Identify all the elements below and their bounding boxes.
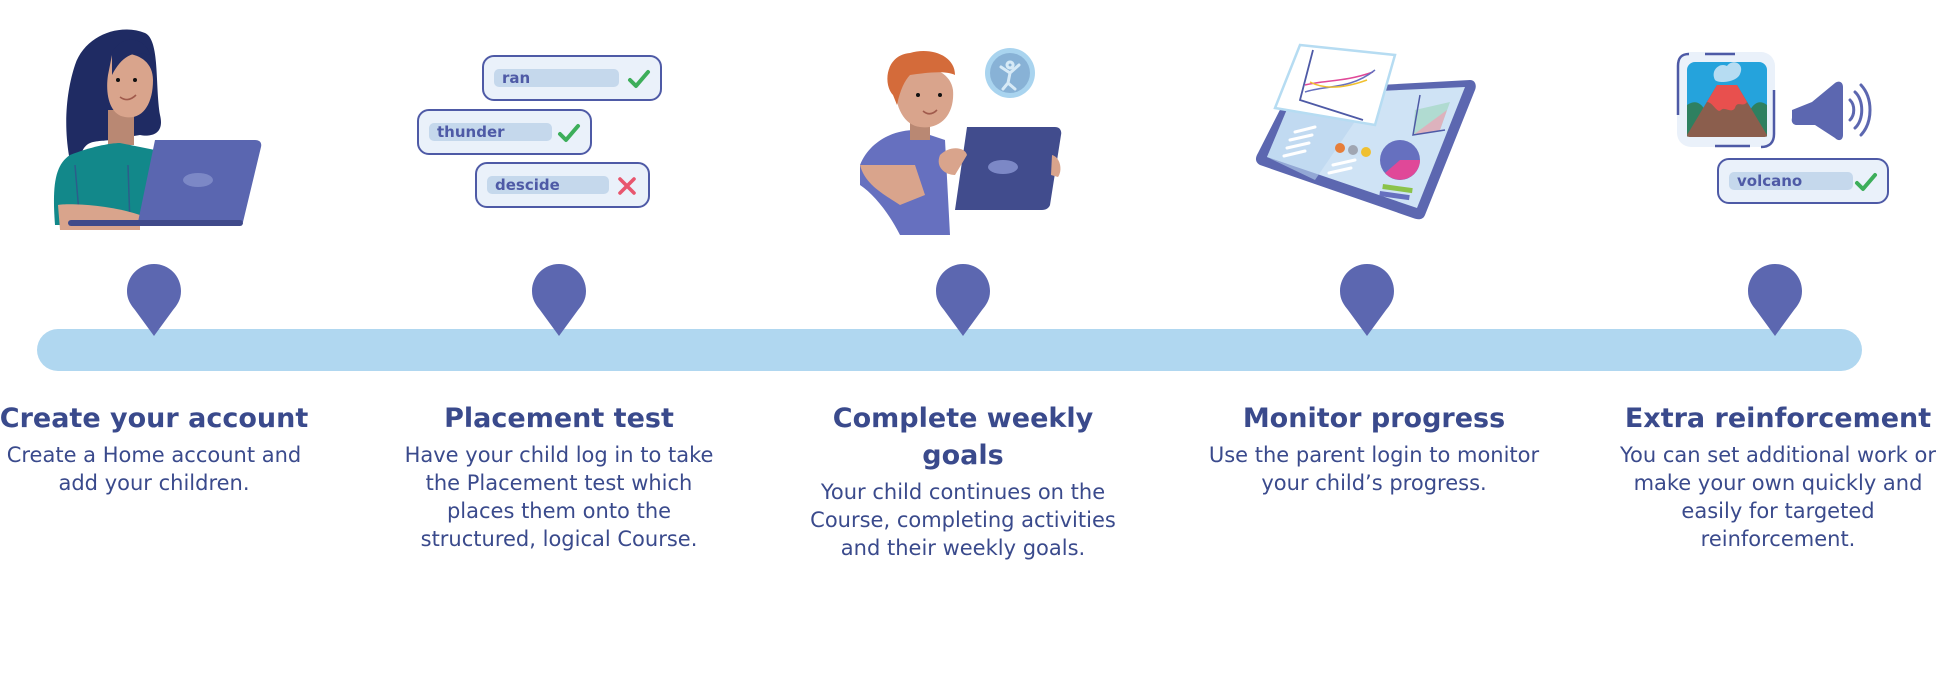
map-pin-icon — [1340, 264, 1394, 336]
check-icon — [628, 70, 650, 88]
volcano-picture-icon — [1676, 52, 1776, 149]
check-icon — [1855, 173, 1877, 191]
step-placement-test: Placement test Have your child log in to… — [369, 400, 749, 553]
step-title: Complete weekly goals — [832, 403, 1094, 471]
progress-dashboard-illustration — [1255, 43, 1476, 220]
map-pin-icon — [1748, 264, 1802, 336]
step-description: Your child continues on the Course, comp… — [810, 480, 1116, 560]
word-chip: ran — [494, 69, 619, 87]
boy-with-tablet-illustration — [860, 48, 1062, 235]
timeline-bar — [37, 329, 1862, 371]
word-chip: thunder — [429, 123, 552, 141]
step-description: You can set additional work or make your… — [1620, 443, 1936, 551]
map-pin-icon — [127, 264, 181, 336]
word-chip: descide — [487, 176, 609, 194]
step-description: Use the parent login to monitor your chi… — [1208, 443, 1540, 495]
check-icon — [558, 124, 580, 142]
woman-with-laptop-illustration — [53, 29, 262, 230]
word-card: ran — [482, 55, 662, 101]
step-title: Monitor progress — [1242, 403, 1506, 434]
cross-icon — [618, 177, 636, 195]
speaker-audio-icon — [1791, 81, 1872, 141]
word-card: volcano — [1717, 158, 1889, 204]
step-title: Create your account — [0, 403, 309, 434]
map-pin-icon — [532, 264, 586, 336]
step-title: Placement test — [444, 403, 674, 434]
step-monitor-progress: Monitor progress Use the parent login to… — [1184, 400, 1564, 497]
word-card: thunder — [417, 109, 592, 155]
step-description: Create a Home account and add your child… — [6, 443, 302, 495]
map-pin-icon — [936, 264, 990, 336]
word-chip: volcano — [1729, 172, 1853, 190]
step-title: Extra reinforcement — [1624, 403, 1932, 434]
step-weekly-goals: Complete weekly goals Your child continu… — [773, 400, 1153, 562]
step-extra-reinforcement: Extra reinforcement You can set addition… — [1588, 400, 1941, 553]
step-description: Have your child log in to take the Place… — [404, 443, 714, 551]
placement-test-illustration: ran thunder descide — [415, 52, 675, 217]
step-create-account: Create your account Create a Home accoun… — [0, 400, 344, 497]
extra-reinforcement-illustration: volcano — [1675, 50, 1935, 220]
word-card: descide — [475, 162, 650, 208]
